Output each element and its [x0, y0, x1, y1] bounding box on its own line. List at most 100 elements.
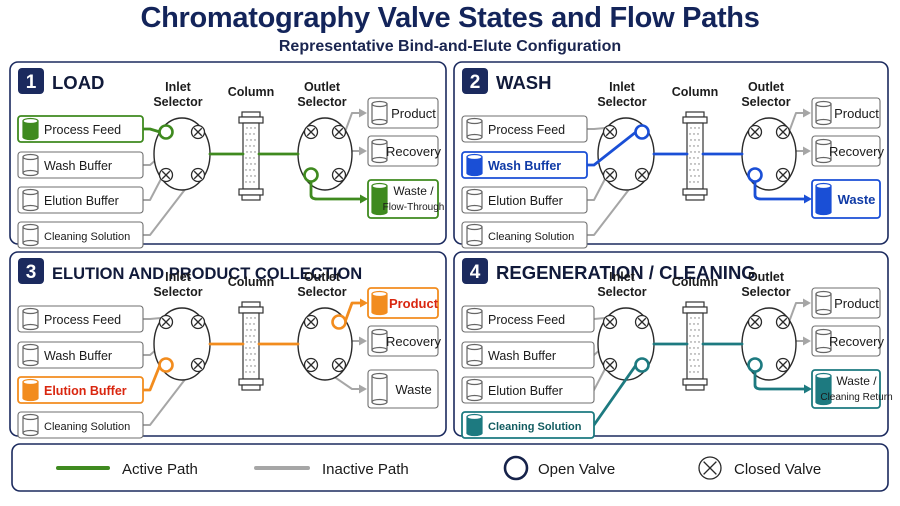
input-elution-buffer: Elution Buffer: [17, 186, 144, 214]
resin-dot: [250, 151, 252, 153]
input-wash-buffer: Wash Buffer: [17, 341, 144, 369]
input-elution-buffer: Elution Buffer: [17, 376, 144, 404]
input-box: [461, 115, 588, 143]
resin-dot: [694, 353, 696, 355]
column-cap: [238, 378, 264, 386]
tank-bottom: [22, 394, 39, 402]
tank-top: [22, 378, 39, 386]
resin-dot: [698, 353, 700, 355]
input-label: Elution Buffer: [44, 384, 127, 398]
resin-dot: [698, 329, 700, 331]
tank-top: [22, 307, 39, 315]
resin-dot: [694, 151, 696, 153]
resin-dot: [693, 359, 695, 361]
input-label: Cleaning Solution: [488, 421, 582, 433]
resin-dot: [690, 127, 692, 129]
resin-dot: [693, 181, 695, 183]
resin-dot: [246, 353, 248, 355]
open-valve-icon: [503, 455, 529, 481]
input-box: [461, 221, 588, 249]
resin-dot: [697, 347, 699, 349]
resin-dot: [698, 139, 700, 141]
step-number: 3: [26, 262, 37, 283]
tank-icon: [371, 182, 388, 216]
tank-top: [371, 290, 388, 298]
closed-valve-icon: [190, 357, 206, 373]
open-valve-icon: [634, 124, 650, 140]
column-body: [242, 312, 260, 380]
output-recovery: Recovery: [811, 135, 884, 167]
resin-dot: [697, 133, 699, 135]
tank-icon: [466, 343, 483, 367]
resin-dot: [250, 353, 252, 355]
input-wash-buffer: Wash Buffer: [461, 341, 595, 369]
resin-dot: [689, 133, 691, 135]
tank-icon: [466, 117, 483, 141]
resin-dot: [246, 139, 248, 141]
resin-dot: [249, 145, 251, 147]
tank-bottom: [371, 156, 388, 164]
input-box: [461, 376, 595, 404]
inlet-selector-label: Selector: [597, 95, 646, 109]
arrow-head: [804, 384, 812, 394]
tank-top: [466, 153, 483, 161]
input-label: Elution Buffer: [44, 194, 119, 208]
valve-cross: [334, 170, 344, 180]
output-product: Product: [367, 287, 439, 319]
output-label: Waste: [838, 192, 876, 207]
resin-dot: [249, 133, 251, 135]
closed-valve-icon: [303, 357, 319, 373]
column-cap: [241, 111, 261, 118]
tank-top: [371, 138, 388, 146]
closed-valve-icon: [775, 314, 791, 330]
panel-heading: LOAD: [52, 72, 104, 93]
resin-dot: [689, 323, 691, 325]
resin-dot: [693, 169, 695, 171]
resin-dot: [246, 317, 248, 319]
outlet-selector-label: Outlet: [304, 270, 341, 284]
input-label: Cleaning Solution: [488, 231, 574, 243]
valve-cross: [306, 127, 316, 137]
tank-icon: [371, 328, 388, 354]
step-badge: [18, 258, 44, 284]
valve-cross: [778, 360, 788, 370]
page-title: Chromatography Valve States and Flow Pat…: [140, 2, 760, 34]
column-cap: [685, 194, 705, 201]
resin-dot: [694, 139, 696, 141]
tank-icon: [371, 372, 388, 406]
closed-valve-icon: [190, 167, 206, 183]
open-valve-icon: [747, 167, 763, 183]
resin-dot: [253, 347, 255, 349]
tank-icon: [815, 290, 832, 316]
tank-icon: [815, 182, 832, 216]
legend-closed-label: Closed Valve: [734, 461, 821, 478]
resin-dot: [246, 151, 248, 153]
output-recovery: Recovery: [367, 325, 441, 357]
tank-bottom: [371, 398, 388, 406]
input-process-feed: Process Feed: [461, 115, 588, 143]
tank-icon: [466, 413, 483, 437]
tank-bottom: [815, 398, 832, 406]
input-elution-buffer: Elution Buffer: [461, 376, 595, 404]
closed-valve-icon: [331, 357, 347, 373]
column-cap: [682, 188, 708, 196]
arrow-head: [804, 194, 812, 204]
input-elution-buffer: Elution Buffer: [461, 186, 588, 214]
resin-dot: [697, 323, 699, 325]
closed-valve-icon: [634, 314, 650, 330]
tank-bottom: [22, 133, 39, 141]
tank-icon: [815, 100, 832, 126]
resin-dot: [690, 151, 692, 153]
inlet-selector-label: Selector: [153, 285, 202, 299]
resin-dot: [697, 371, 699, 373]
tank-top: [815, 290, 832, 298]
column-body: [686, 312, 704, 380]
inactive-inlet-line: [142, 178, 194, 236]
tank-top: [22, 117, 39, 125]
resin-dot: [245, 157, 247, 159]
arrow-head: [359, 336, 367, 346]
